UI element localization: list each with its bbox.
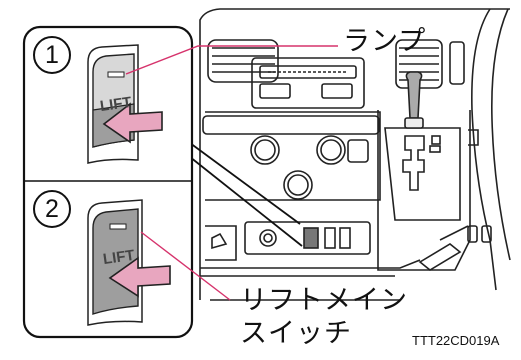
switch-leader-line	[140, 231, 231, 301]
leader-lines	[125, 45, 338, 301]
left-air-vent	[207, 39, 279, 83]
switch-1-lamp	[107, 71, 125, 78]
step-2-number: 2	[45, 195, 59, 223]
press-arrow-1	[102, 102, 163, 144]
switch-2-lamp	[109, 223, 127, 230]
dashboard-illustration	[199, 8, 511, 301]
step-2-marker: 2	[33, 190, 71, 228]
main-switch-label: リフトメイン スイッチ	[240, 285, 408, 349]
switch-2-illustration	[87, 199, 143, 326]
press-arrow-2	[108, 256, 171, 298]
step-1-marker: 1	[33, 36, 71, 74]
lower-switch-panel	[205, 221, 371, 261]
radio-unit	[251, 57, 365, 109]
inset-panel	[22, 25, 194, 339]
lamp-label: ランプ	[343, 26, 427, 57]
step-1-number: 1	[45, 41, 59, 69]
zoom-callout-lines	[189, 142, 303, 247]
steering-wheel	[468, 8, 511, 291]
gear-shifter	[377, 71, 471, 271]
figure-code: TTT22CD019A	[412, 333, 500, 348]
lamp-leader-line	[125, 45, 338, 75]
climate-dials	[250, 135, 369, 200]
